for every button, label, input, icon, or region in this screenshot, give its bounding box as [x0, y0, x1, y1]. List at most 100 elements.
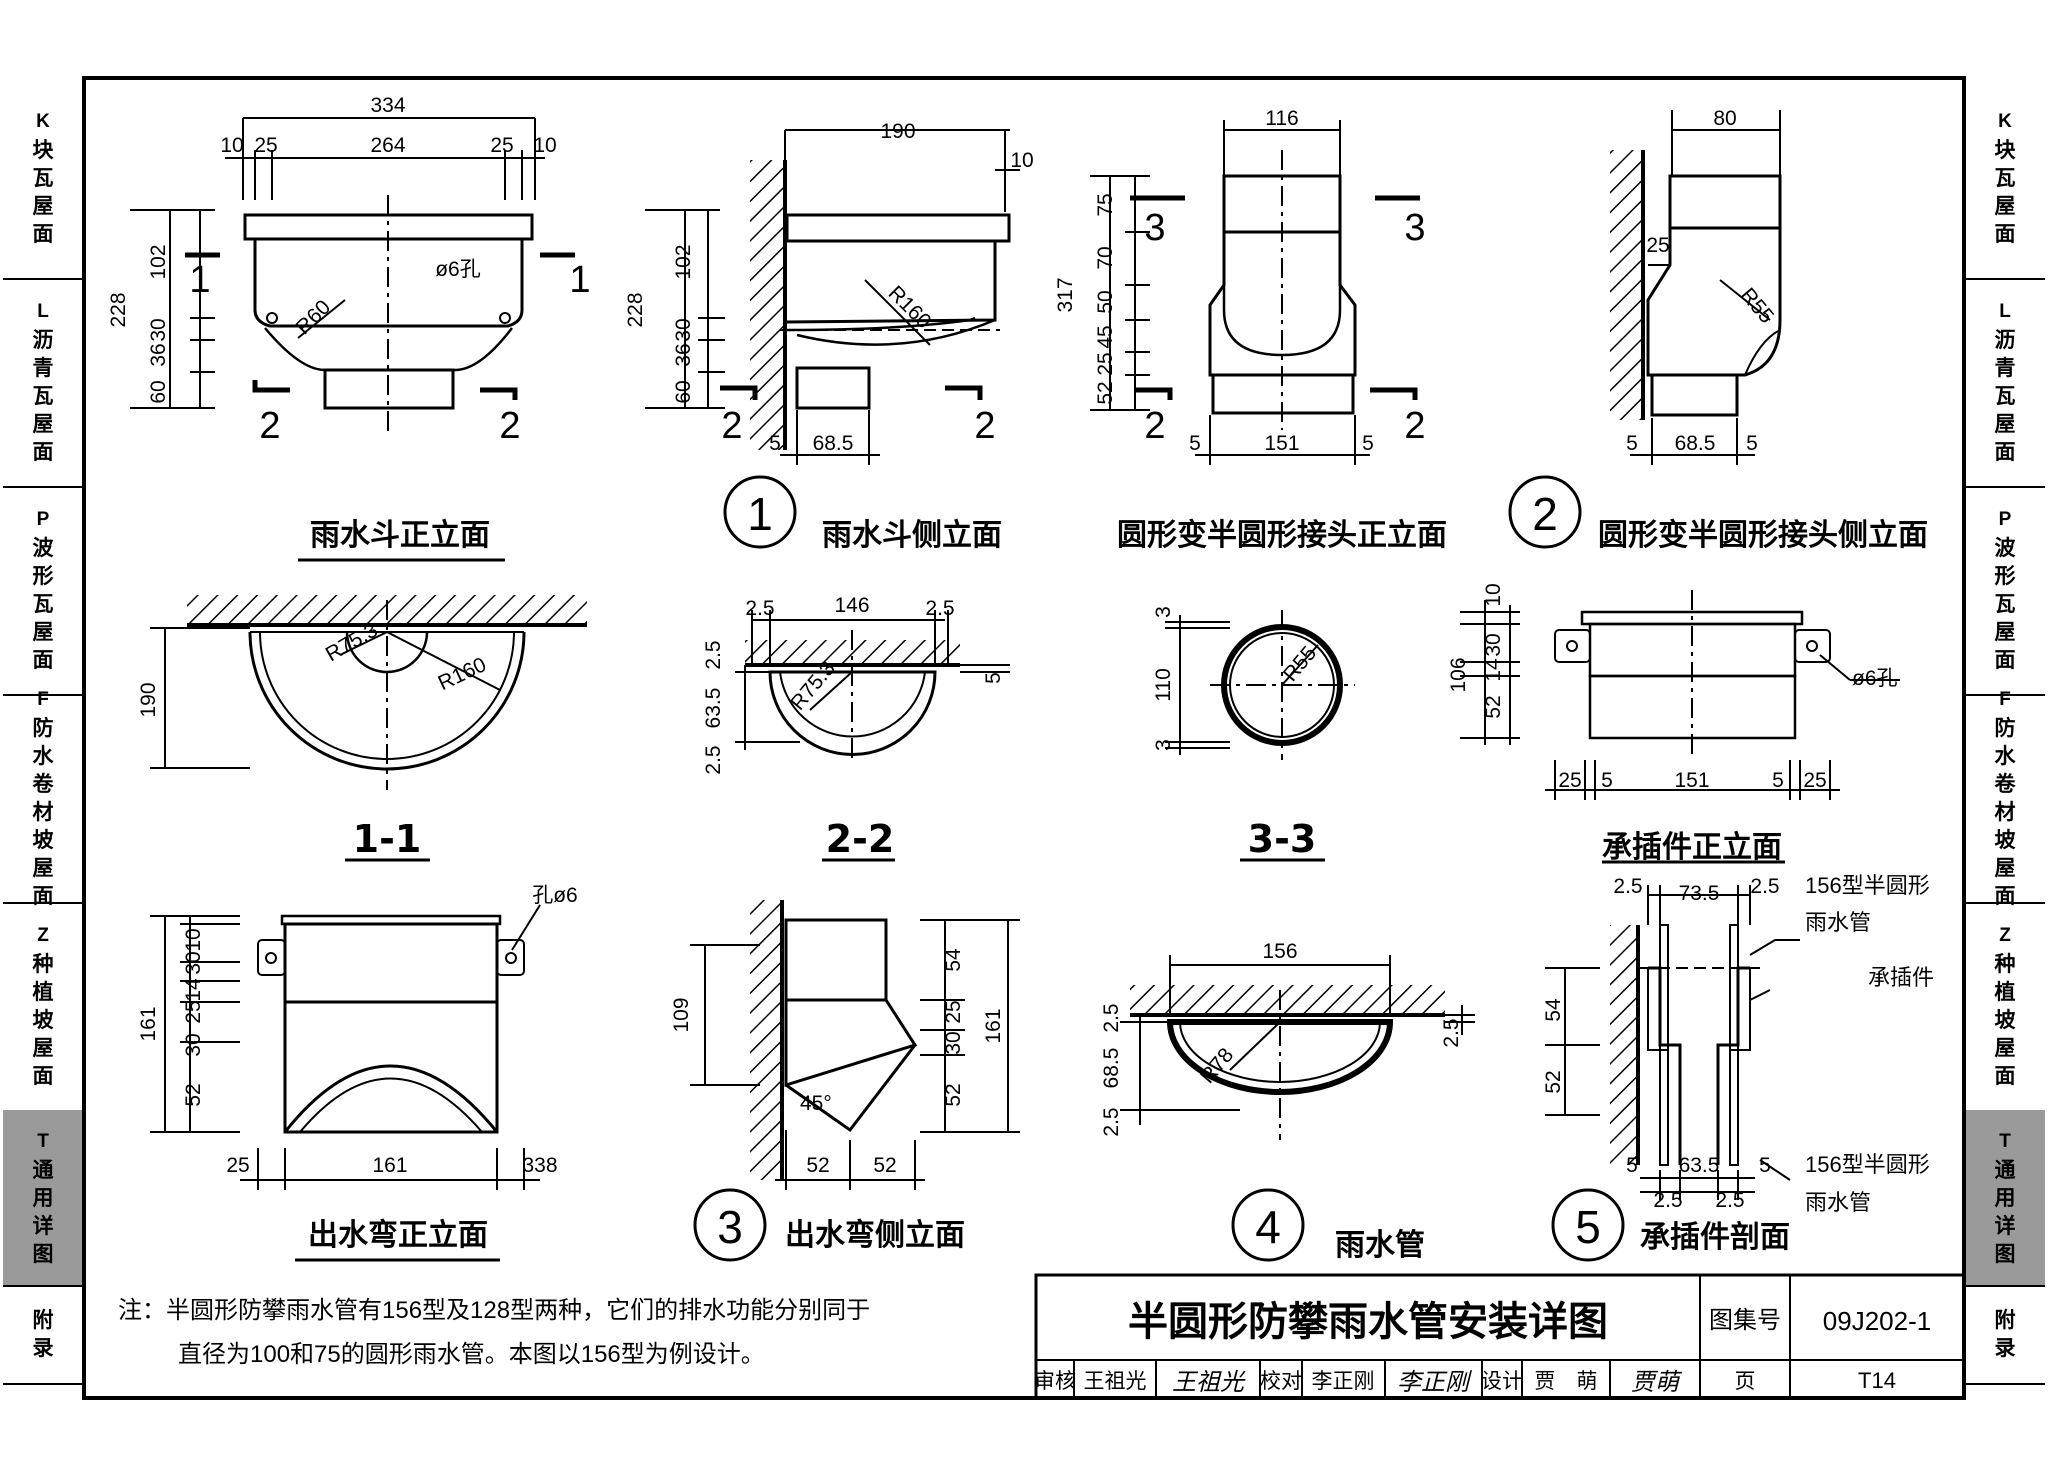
- chapter-char: 面: [1994, 1064, 2016, 1088]
- dim-10: 10: [1010, 149, 1033, 172]
- view-title-elbow-side: 出水弯侧立面: [785, 1218, 965, 1253]
- dim-10a: 10: [220, 134, 243, 157]
- dim-2-5c: 2.5: [1653, 1189, 1682, 1212]
- view-title-rain-pipe: 雨水管: [1335, 1228, 1425, 1263]
- dim-10: 10: [182, 928, 205, 951]
- radius-r78: R78: [1196, 1044, 1238, 1088]
- chapter-code: T: [1999, 1130, 2011, 1152]
- chapter-char: 植: [1994, 980, 2016, 1004]
- dim-45: 45: [1094, 325, 1117, 348]
- dim-106: 106: [1447, 657, 1470, 692]
- dim-60: 60: [147, 380, 170, 403]
- chapter-code: L: [1999, 301, 2011, 322]
- chapter-char: 水: [32, 744, 54, 768]
- section-2-2: [735, 610, 1010, 862]
- dim-75: 75: [1094, 193, 1117, 216]
- chapter-char: 坡: [1994, 828, 2016, 852]
- dim-190: 190: [137, 682, 160, 717]
- dim-3b: 3: [1152, 739, 1175, 751]
- chapter-char: 图: [32, 1241, 54, 1266]
- section-title-1-1: 1-1: [353, 817, 422, 861]
- dim-2-5a: 2.5: [1613, 875, 1642, 898]
- dim-54: 54: [1542, 998, 1565, 1022]
- dim-5: 5: [769, 432, 781, 455]
- chapter-char: 瓦: [1994, 384, 2016, 408]
- chapter-char: 青: [32, 356, 54, 380]
- dim-2-5a: 2.5: [1100, 1003, 1123, 1032]
- drawing-frame: [82, 76, 1966, 1400]
- dim-52a: 52: [806, 1154, 829, 1177]
- dim-52: 52: [942, 1083, 965, 1106]
- socket-fitting-front: [1460, 590, 1900, 864]
- outlet-elbow-side: [690, 900, 1020, 1190]
- chapter-char: 通: [1994, 1157, 2016, 1182]
- design-label: 设计: [1481, 1370, 1523, 1393]
- dim-30: 30: [182, 951, 205, 974]
- dim-102: 102: [147, 244, 170, 279]
- chapter-char: 屋: [32, 1036, 54, 1060]
- chapter-tab-appendix[interactable]: 附录: [1965, 1285, 2045, 1385]
- dim-14: 14: [1482, 658, 1505, 682]
- chapter-char: 形: [1994, 564, 2016, 588]
- cut-mark-2-left: 2: [259, 405, 280, 447]
- chapter-char: 通: [32, 1157, 54, 1182]
- chapter-char: 材: [1994, 800, 2016, 824]
- dim-25b: 25: [1803, 769, 1826, 792]
- dim-36: 36: [672, 343, 695, 366]
- dim-161: 161: [137, 1006, 160, 1041]
- chapter-tab-appendix[interactable]: 附录: [3, 1285, 83, 1385]
- chapter-char: 屋: [1994, 1036, 2016, 1060]
- dim-110: 110: [1152, 668, 1175, 701]
- dim-14: 14: [182, 978, 205, 1002]
- section-1-1: [150, 595, 587, 862]
- label-pipe-bottom-2: 雨水管: [1805, 1190, 1871, 1215]
- chapter-char: 种: [1994, 952, 2016, 976]
- dim-25b: 25: [490, 134, 513, 157]
- chapter-char: 详: [1994, 1213, 2016, 1238]
- cut-mark-3-left: 3: [1144, 207, 1165, 249]
- chapter-char: 图: [1994, 1241, 2016, 1266]
- dim-25a: 25: [1558, 769, 1581, 792]
- view-title-joint-side: 圆形变半圆形接头侧立面: [1598, 518, 1928, 553]
- label-socket: 承插件: [1868, 965, 1934, 990]
- detail-number-1: 1: [747, 488, 773, 540]
- dim-5b: 5: [1746, 432, 1758, 455]
- dim-109: 109: [670, 997, 693, 1032]
- chapter-char: 水: [1994, 744, 2016, 768]
- chapter-code: Z: [1999, 925, 2011, 946]
- chapter-char: 块: [1994, 138, 2016, 162]
- radius-r60: R60: [292, 296, 336, 340]
- dim-2-5c: 2.5: [1440, 1018, 1463, 1047]
- designer-signature: 贾萌: [1631, 1369, 1683, 1396]
- title-block: [1034, 1273, 1966, 1400]
- chapter-char: 种: [32, 952, 54, 976]
- chapter-char: 屋: [1994, 194, 2016, 218]
- chapter-char: 面: [32, 222, 54, 246]
- chapter-code: F: [1999, 689, 2011, 710]
- drawing-title: 半圆形防攀雨水管安装详图: [1128, 1299, 1608, 1345]
- designer-name: 贾 萌: [1535, 1370, 1598, 1393]
- chapter-code: Z: [37, 925, 49, 946]
- chapter-char: 录: [1994, 1336, 2016, 1360]
- chapter-char: 坡: [32, 828, 54, 852]
- chapter-char: 屋: [32, 620, 54, 644]
- dim-70: 70: [1094, 246, 1117, 269]
- dim-60: 60: [672, 380, 695, 403]
- note-line-1: 注：半圆形防攀雨水管有156型及128型两种，它们的排水功能分别同于: [118, 1297, 870, 1324]
- check-label: 校对: [1260, 1370, 1302, 1393]
- chapter-code: F: [37, 689, 49, 710]
- dim-161: 161: [372, 1154, 407, 1177]
- atlas-number: 09J202-1: [1823, 1306, 1931, 1336]
